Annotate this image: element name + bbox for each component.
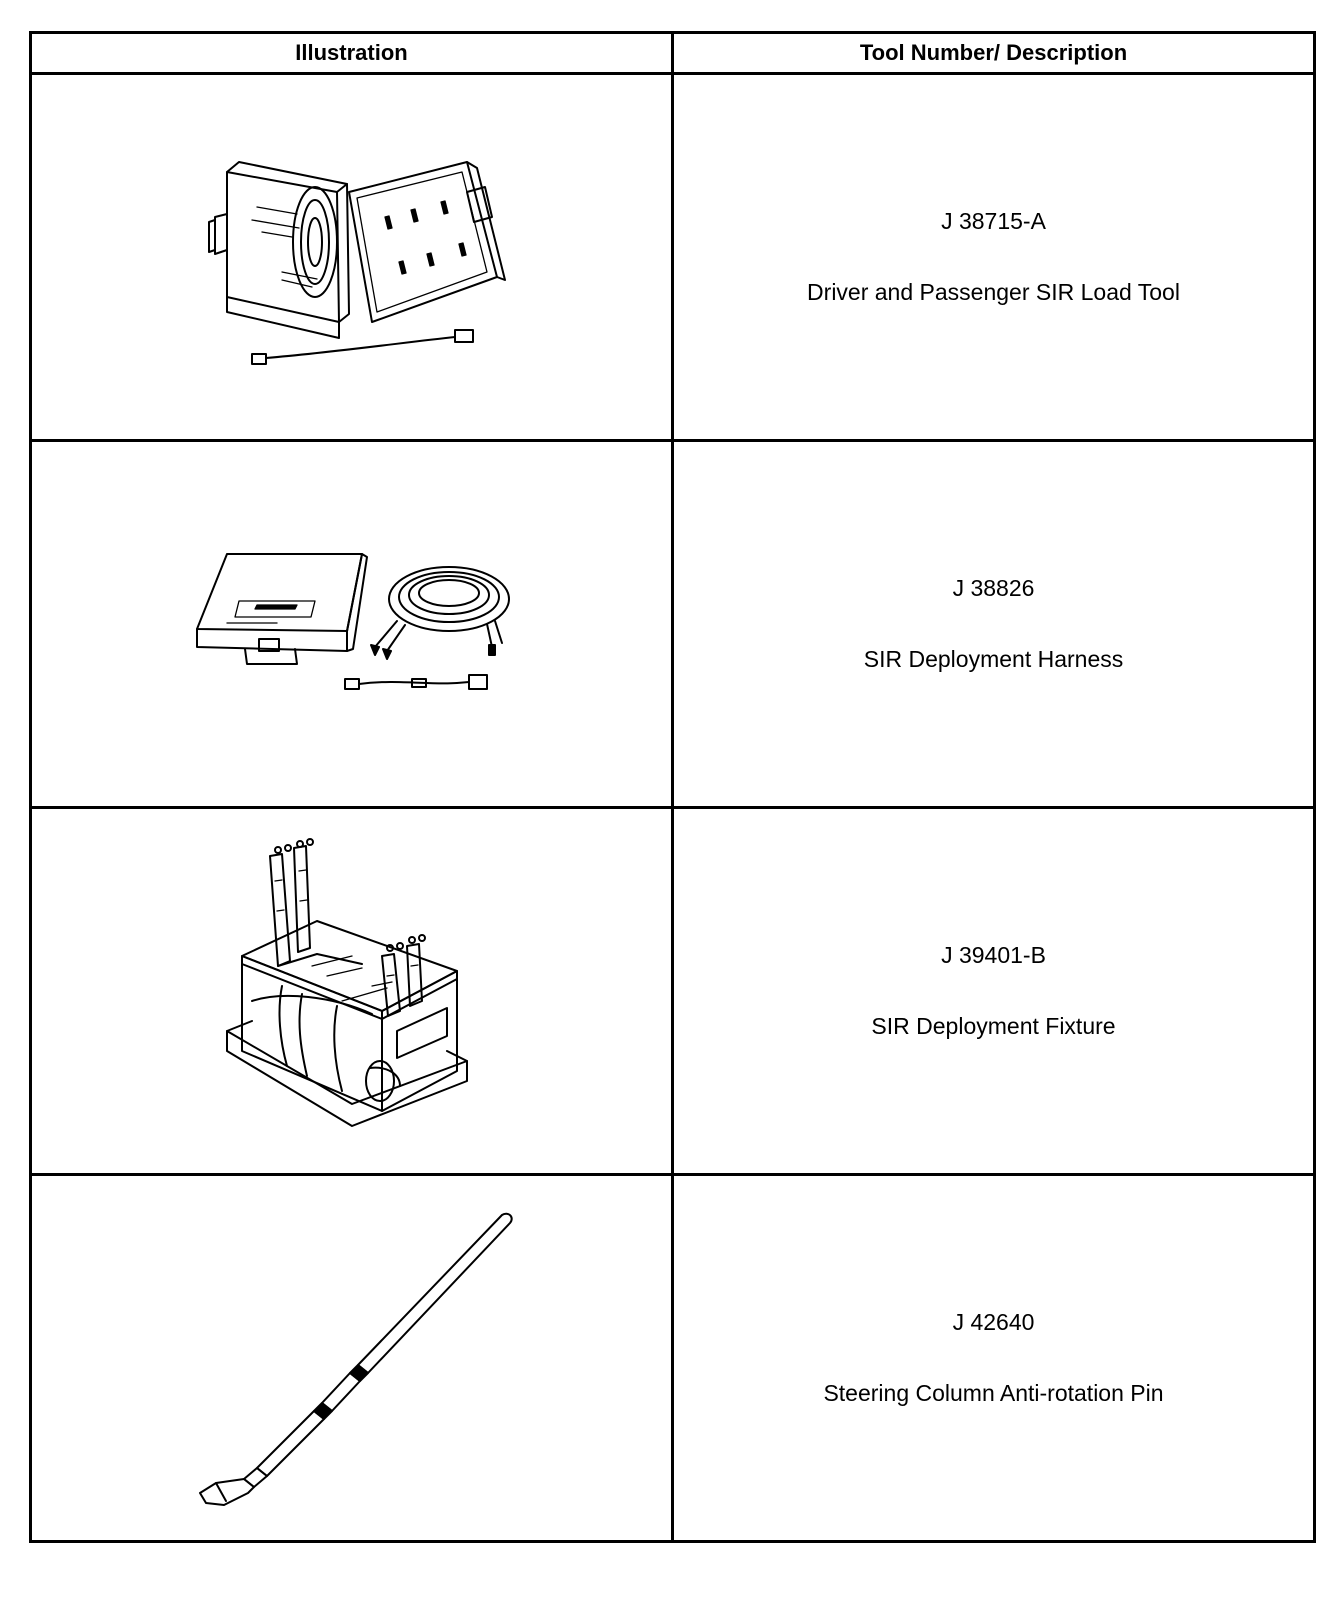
tool-description: Driver and Passenger SIR Load Tool xyxy=(807,279,1180,305)
tool-number: J 39401-B xyxy=(941,942,1046,968)
illustration-cell xyxy=(29,1173,674,1543)
deployment-harness-case-illustration xyxy=(195,553,510,690)
table-row: J 38826 SIR Deployment Harness xyxy=(29,439,1316,809)
tool-description-cell: J 38715-A Driver and Passenger SIR Load … xyxy=(671,72,1316,442)
tool-description: SIR Deployment Fixture xyxy=(871,1013,1116,1039)
illustration-cell xyxy=(29,72,674,442)
tool-description-cell: J 42640 Steering Column Anti-rotation Pi… xyxy=(671,1173,1316,1543)
sir-load-tool-case-illustration xyxy=(207,161,506,365)
header-tool-number-description: Tool Number/ Description xyxy=(671,31,1316,75)
tool-number: J 38715-A xyxy=(941,208,1046,234)
header-illustration: Illustration xyxy=(29,31,674,75)
table-row: J 38715-A Driver and Passenger SIR Load … xyxy=(29,72,1316,442)
header-row: Illustration Tool Number/ Description xyxy=(29,31,1316,75)
special-tools-table: Illustration Tool Number/ Description xyxy=(29,31,1316,1543)
anti-rotation-pin-illustration xyxy=(198,1212,513,1506)
deployment-fixture-illustration xyxy=(225,838,468,1127)
tool-number: J 42640 xyxy=(952,1309,1035,1335)
tool-description-cell: J 39401-B SIR Deployment Fixture xyxy=(671,806,1316,1176)
table-row: J 42640 Steering Column Anti-rotation Pi… xyxy=(29,1173,1316,1543)
tool-description-cell: J 38826 SIR Deployment Harness xyxy=(671,439,1316,809)
table-row: J 39401-B SIR Deployment Fixture xyxy=(29,806,1316,1176)
tool-description: SIR Deployment Harness xyxy=(863,646,1124,672)
illustration-cell xyxy=(29,439,674,809)
tool-description: Steering Column Anti-rotation Pin xyxy=(823,1380,1164,1406)
tool-number: J 38826 xyxy=(952,575,1035,601)
illustration-cell xyxy=(29,806,674,1176)
